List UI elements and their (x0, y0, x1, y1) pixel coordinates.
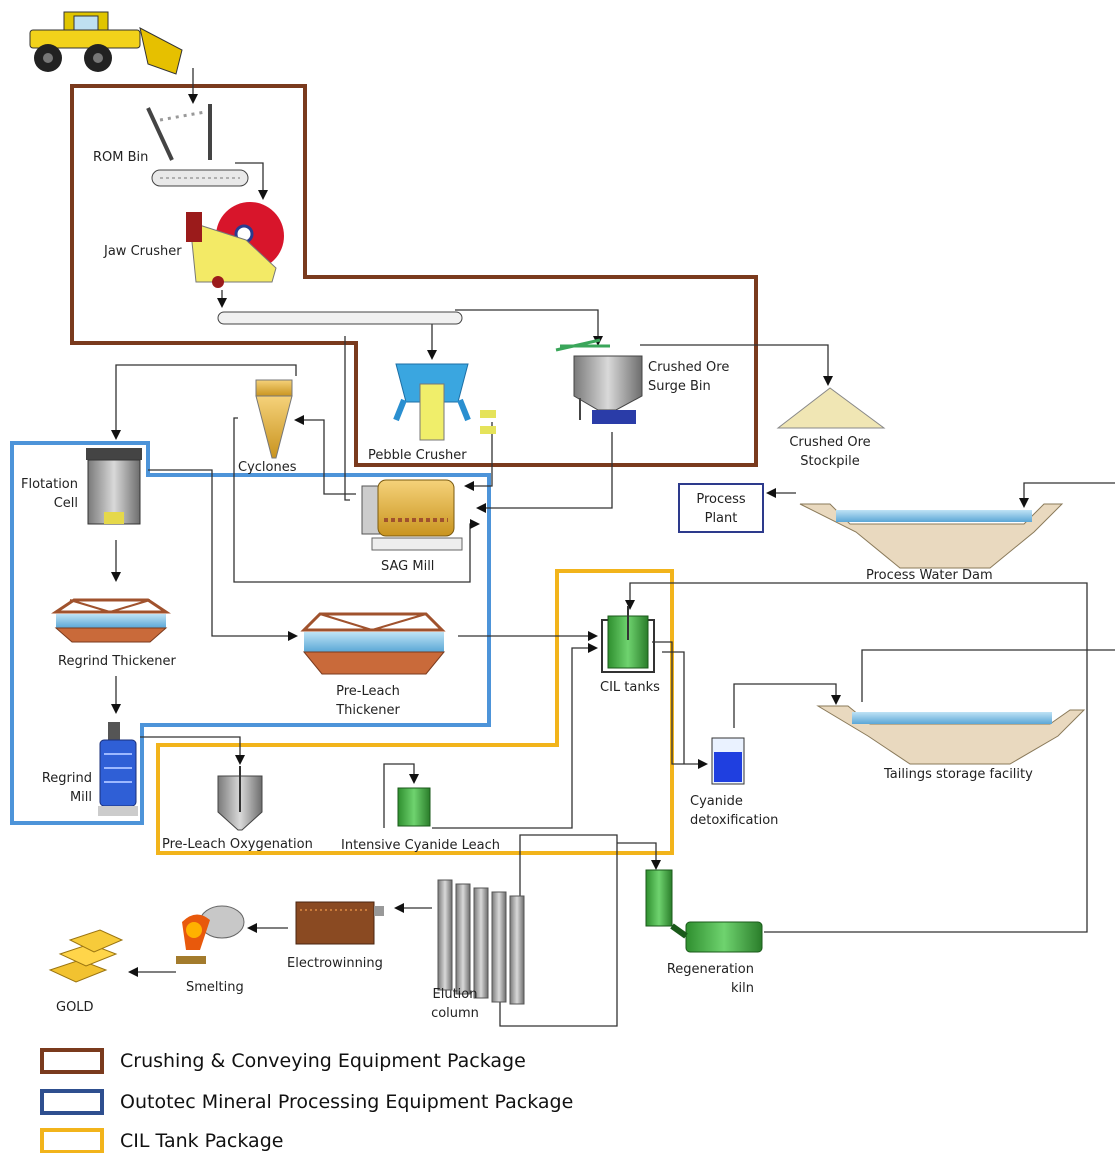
regrind-thickener-label: Regrind Thickener (58, 654, 176, 669)
kiln-icon (645, 869, 763, 953)
thickener-icon (51, 598, 171, 643)
cil-tanks-label: CIL tanks (600, 680, 660, 695)
legend-swatch-outotec (40, 1089, 104, 1115)
smelting-label: Smelting (186, 980, 244, 995)
regrind-mill-icon (98, 722, 138, 816)
cyclone-icon (255, 379, 293, 459)
legend-item-outotec: Outotec Mineral Processing Equipment Pac… (40, 1087, 573, 1117)
jaw-crusher-label: Jaw Crusher (104, 244, 182, 259)
cil-package-outline (156, 569, 674, 855)
oxygenation-tank-icon (217, 766, 263, 831)
flotation-cell-label: Flotation Cell (20, 477, 78, 511)
pre-leach-thickener-label: Pre-Leach Thickener (336, 684, 400, 718)
conveyor-icon (217, 311, 463, 325)
pebble-crusher-label: Pebble Crusher (368, 448, 467, 463)
process-plant-box (678, 483, 764, 533)
process-water-dam-label: Process Water Dam (866, 568, 993, 583)
elution-column-label: Elution column (431, 987, 479, 1021)
intensive-cyanide-leach-label: Intensive Cyanide Leach (341, 838, 500, 853)
gold-label: GOLD (56, 1000, 94, 1015)
legend-label: Outotec Mineral Processing Equipment Pac… (120, 1091, 574, 1113)
cil-tank-icon (601, 606, 655, 673)
stockpile-label: Crushed Ore Stockpile (789, 435, 871, 469)
wheel-loader-icon (29, 11, 183, 75)
legend-label: Crushing & Conveying Equipment Package (120, 1050, 526, 1072)
rom-bin-icon (146, 104, 249, 187)
dam-icon (799, 503, 1064, 569)
regeneration-kiln-label: Regeneration kiln (666, 962, 754, 996)
leach-tank-icon (397, 787, 431, 827)
cyanide-detox-label: Cyanide detoxification (690, 794, 779, 828)
crushing-package-outline (70, 84, 758, 467)
legend-label: CIL Tank Package (120, 1130, 284, 1152)
jaw-crusher-icon (186, 202, 284, 288)
pebble-crusher-icon (393, 363, 496, 441)
cyanide-beaker-icon (711, 737, 745, 785)
pre-leach-oxygenation-label: Pre-Leach Oxygenation (162, 837, 313, 852)
flotation-cell-icon (86, 448, 142, 525)
legend-item-cil: CIL Tank Package (40, 1126, 283, 1153)
process-plant-label: Process Plant (696, 492, 746, 526)
legend-swatch-cil (40, 1128, 104, 1153)
smelting-furnace-icon (176, 905, 245, 964)
thickener-icon (300, 612, 446, 675)
sag-mill-label: SAG Mill (381, 559, 435, 574)
electrowinning-label: Electrowinning (287, 956, 383, 971)
stockpile-icon (776, 387, 886, 429)
sag-mill-icon (361, 479, 463, 551)
gold-bars-icon (48, 929, 124, 983)
legend-swatch-crushing (40, 1048, 104, 1074)
elution-column-icon (437, 879, 525, 1005)
rom-bin-label: ROM Bin (93, 150, 149, 165)
surge-bin-icon (555, 338, 643, 424)
dam-icon (816, 705, 1086, 765)
surge-bin-label: Crushed Ore Surge Bin (648, 360, 730, 394)
electrowinning-cell-icon (295, 901, 384, 945)
outotec-package-outline (10, 441, 491, 825)
tailings-label: Tailings storage facility (884, 767, 1033, 782)
regrind-mill-label: Regrind Mill (41, 771, 92, 805)
cyclones-label: Cyclones (238, 460, 297, 475)
legend-item-crushing: Crushing & Conveying Equipment Package (40, 1046, 526, 1076)
